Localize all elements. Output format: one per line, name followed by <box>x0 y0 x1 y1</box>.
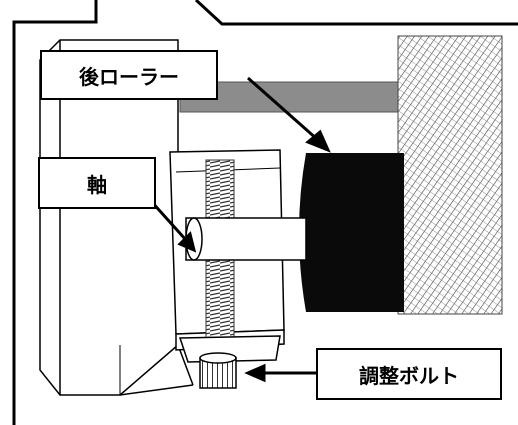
shaft-arrow-head <box>177 231 197 253</box>
hatched-roller-surface <box>397 35 503 315</box>
vertical-post <box>39 39 194 396</box>
shaft <box>185 217 307 261</box>
rear-roller-label: 後ローラー <box>40 50 218 100</box>
adjust-bolt <box>178 335 281 389</box>
bolt-arrow-head <box>244 363 266 383</box>
adjust-bolt-label: 調整ボルト <box>316 348 502 400</box>
outer-frame <box>12 0 518 425</box>
rear-roller <box>299 153 404 312</box>
shaft-arrow-line <box>148 198 188 242</box>
roller-arrow-head <box>305 129 331 153</box>
pointer-arrows <box>148 76 331 383</box>
shaft-label: 軸 <box>38 157 156 209</box>
roller-arrow-line <box>247 76 319 142</box>
